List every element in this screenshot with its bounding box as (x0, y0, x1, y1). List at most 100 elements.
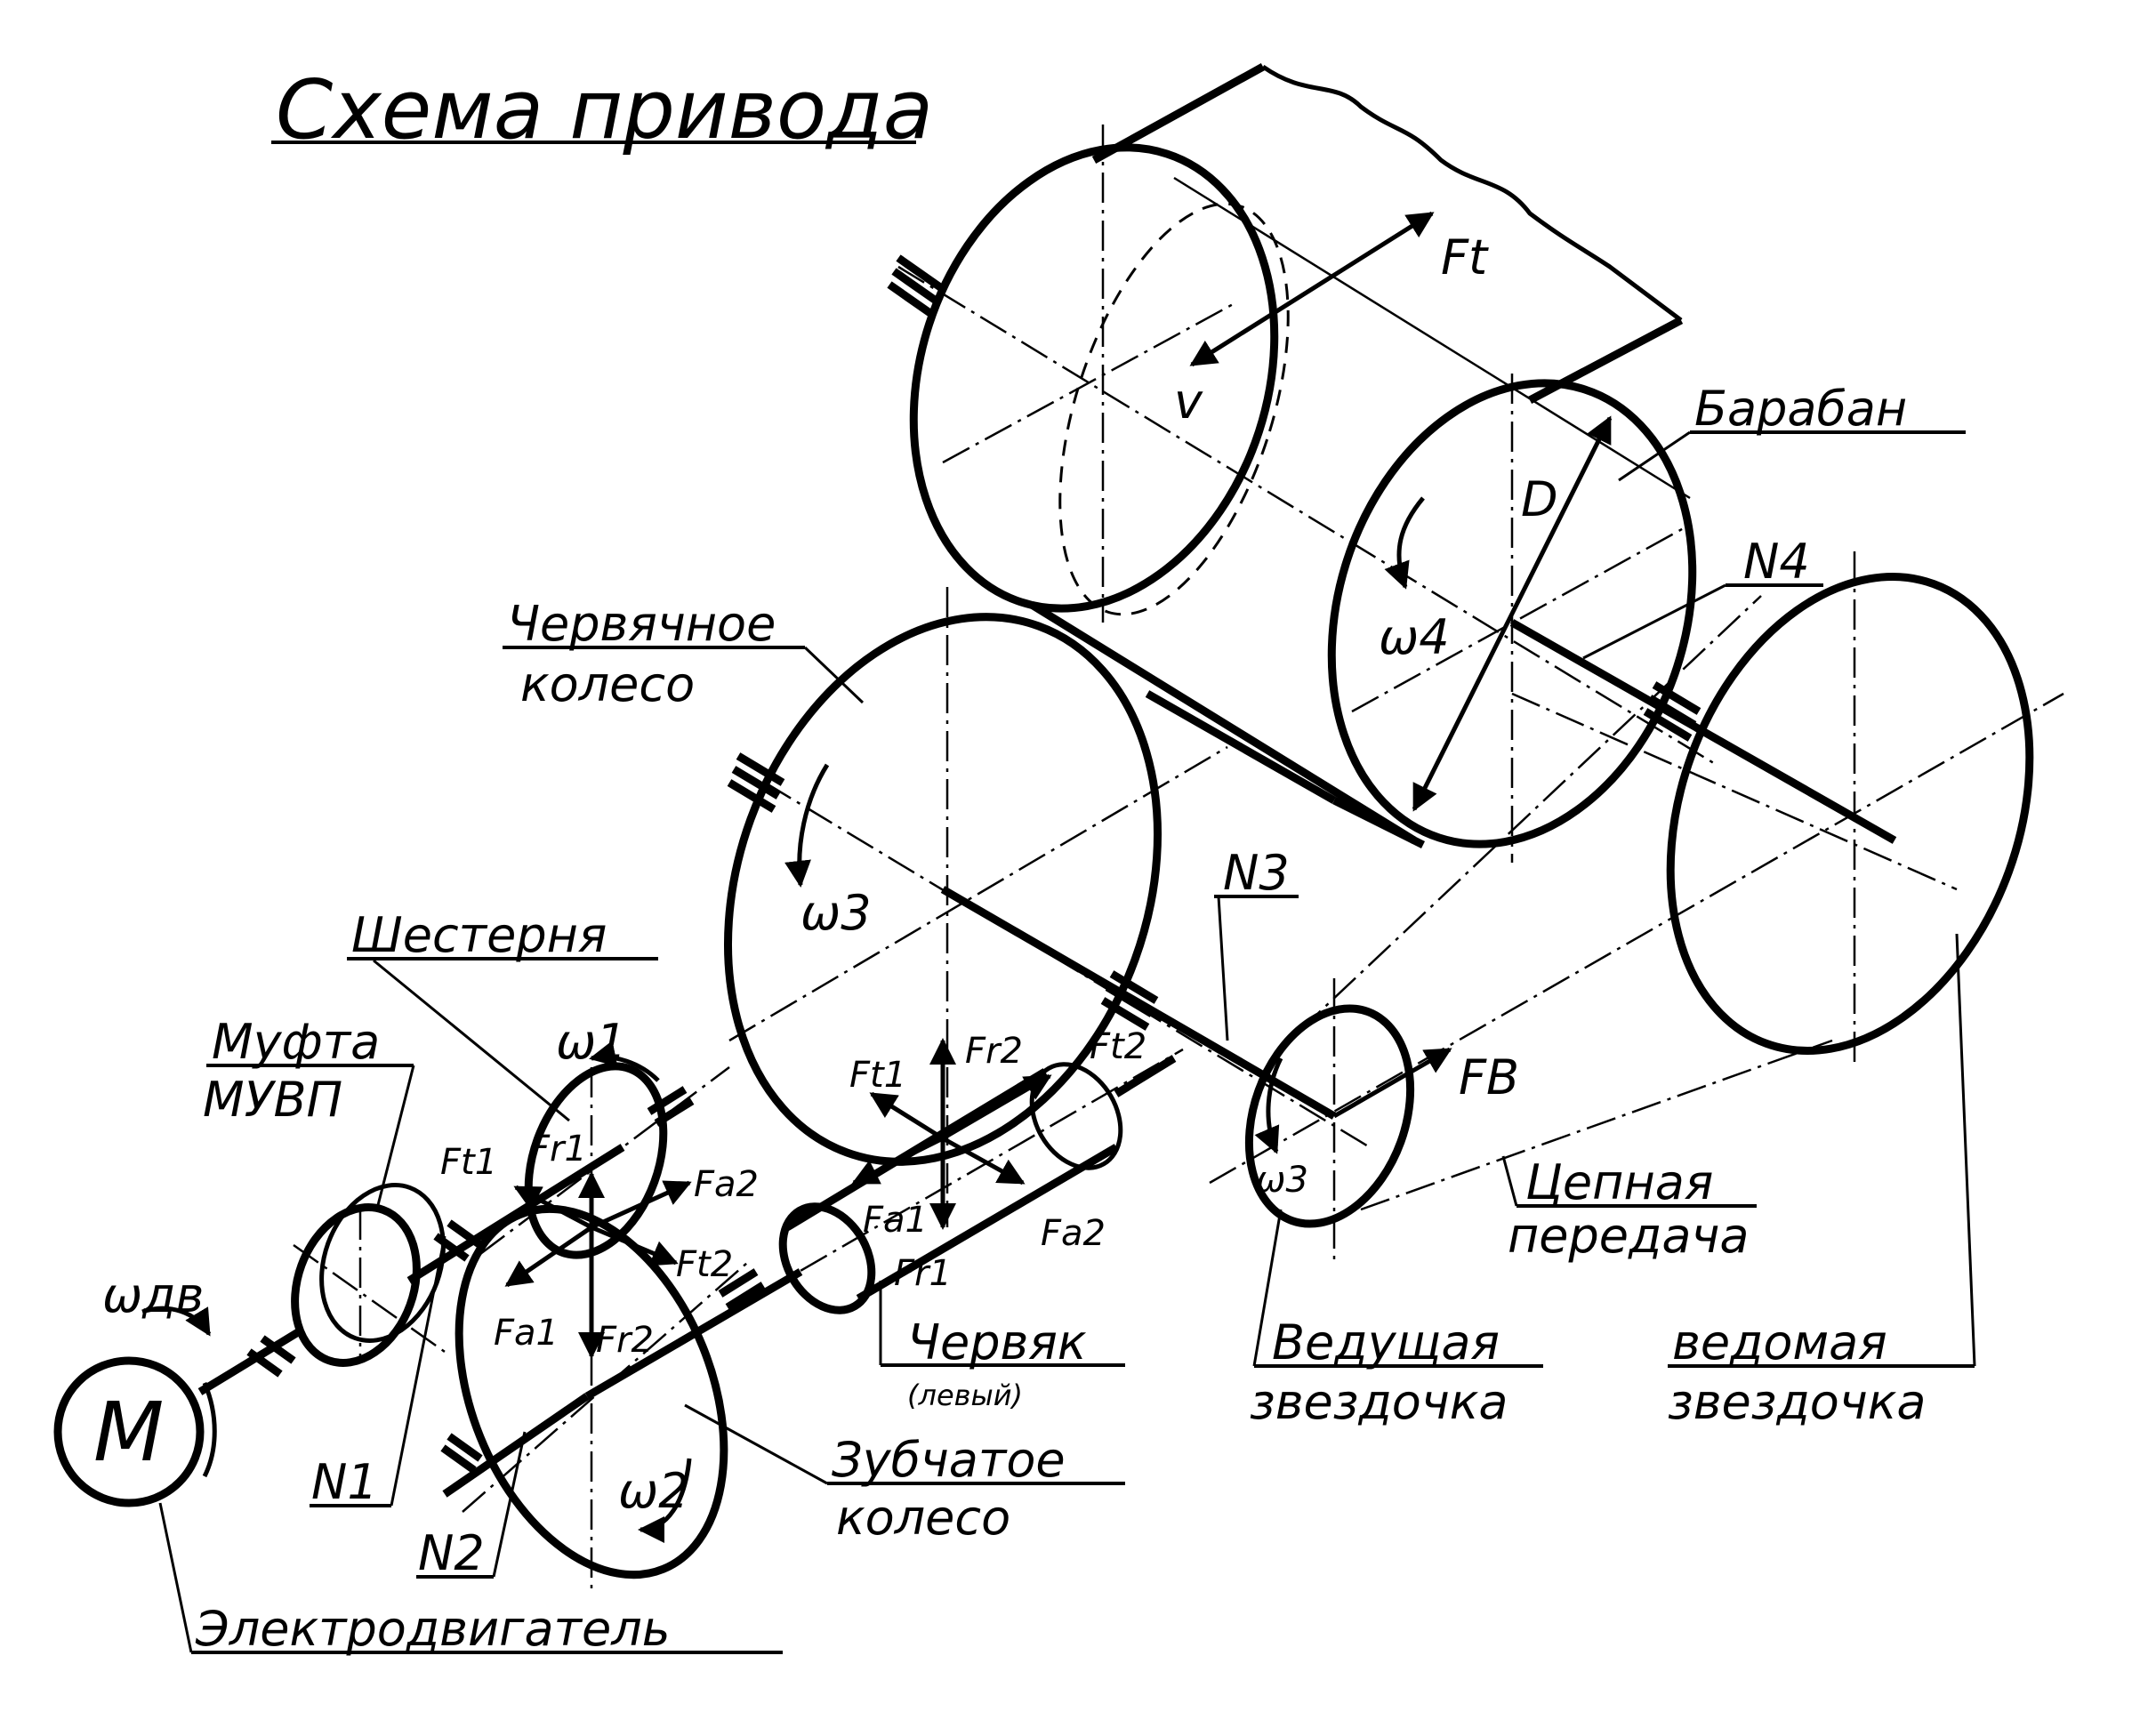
worm-wheel-drum-link (1145, 690, 1337, 804)
pinion-label: Шестерня (351, 907, 607, 963)
drum-break-line (1261, 64, 1683, 322)
drum-front-end (1327, 379, 1697, 848)
worm-ft1-arrow (869, 1091, 945, 1141)
drum-rope-edge (1527, 317, 1684, 404)
omega1-label: ω1 (556, 1014, 627, 1070)
motor-circle (53, 1356, 205, 1507)
omega3-sprocket-arrow (1254, 1057, 1283, 1154)
omega4-arrow (1384, 496, 1425, 590)
worm-wheel-drum-link-end (1331, 796, 1426, 849)
motor-label: Электродвигатель (195, 1601, 671, 1657)
worm (675, 1038, 1184, 1345)
diameter-arrow (1412, 415, 1613, 812)
gear-leader (684, 1403, 828, 1485)
pinion-leader (373, 959, 570, 1122)
omega3-sprocket-label: ω3 (1256, 1160, 1308, 1201)
omega-dv-arrow (141, 1306, 212, 1337)
node-n1-leader (390, 1235, 446, 1507)
coupling-axis (293, 1243, 446, 1354)
d-label: D (1521, 471, 1558, 527)
worm-wheel-bearing-left (727, 752, 785, 813)
worm-fr2-label: Fr2 (965, 1031, 1023, 1072)
pinion-bearing (647, 1086, 695, 1127)
worm-fa1-arrow (851, 1136, 945, 1185)
coupling-shaft-bearing (433, 1219, 483, 1262)
drum-label: Барабан (1694, 381, 1907, 437)
pinion-fr1-label: Fr1 (529, 1129, 587, 1169)
worm-label-1: Червяк (907, 1314, 1087, 1370)
omega1-arrow (589, 1041, 660, 1082)
drum-top-edge (1091, 63, 1266, 164)
chain-leader (1501, 1155, 1518, 1207)
worm-bottom-edge (856, 1144, 1119, 1302)
gear-bearing-right (718, 1268, 766, 1311)
chain-upper-strand (1298, 595, 1762, 1033)
worm-wheel-rim (724, 613, 1162, 1166)
drum-leader (1618, 430, 1691, 482)
motor (53, 1306, 217, 1507)
drum (887, 63, 1718, 863)
driven-sprocket-label-1: ведомая (1672, 1314, 1887, 1370)
coupling-leader (376, 1065, 415, 1206)
node-n2: N2 (418, 1525, 485, 1581)
coupling-front (291, 1203, 421, 1367)
gear-label-2: колесо (836, 1490, 1010, 1546)
gear-ft2-arrow (591, 1225, 679, 1266)
gear-fa1-arrow (504, 1225, 593, 1288)
omega2-arrow (638, 1458, 692, 1543)
gear-fa2-label: Fa2 (694, 1164, 759, 1205)
gear-shaft-left (442, 1393, 590, 1498)
driven-sprocket (1666, 573, 2034, 1055)
drum-axis (897, 265, 1718, 767)
drive-sprocket-label-2: звездочка (1250, 1374, 1508, 1430)
node-n1: N1 (311, 1454, 378, 1510)
motor-leader (158, 1502, 193, 1653)
chain-label-1: Цепная (1525, 1154, 1713, 1210)
omega2-label: ω2 (618, 1463, 689, 1519)
worm-fa1-label: Fa1 (863, 1200, 928, 1241)
worm-fr1-label: Fr1 (894, 1253, 952, 1294)
drive-sprocket (1244, 1004, 1415, 1228)
drum-bottom-edge (1029, 601, 1417, 844)
drum-back-end (909, 143, 1279, 613)
drum-back-cross-axis (942, 301, 1237, 464)
node-n4: N4 (1743, 534, 1810, 590)
worm-ft2-arrow (941, 1073, 1052, 1141)
ft-label: Ft (1441, 229, 1489, 285)
worm-fa2-label: Fa2 (1041, 1213, 1106, 1254)
worm-ft2-label: Ft2 (1090, 1026, 1146, 1067)
gear-pair (406, 1041, 803, 1592)
coupling-label-1: Муфта (212, 1014, 380, 1070)
fb-arrow (1332, 1047, 1452, 1119)
drum-hidden-edge (1058, 202, 1290, 616)
gear-fa2-arrow (590, 1180, 692, 1230)
driven-sprocket-leader (1955, 933, 1976, 1367)
pinion-ft1-arrow (513, 1185, 593, 1230)
drum-bearing (887, 254, 945, 319)
chain-center-line (1209, 692, 2064, 1185)
ft-v-arrow (1189, 211, 1435, 367)
worm-wheel-leader (803, 646, 865, 704)
gear-label-1: Зубчатое (832, 1432, 1066, 1488)
v-label: v (1174, 374, 1203, 430)
motor-rotation-arc (202, 1382, 217, 1478)
pinion-ft1-label: Ft1 (440, 1142, 497, 1183)
coupling (197, 1183, 483, 1395)
worm-ft1-label: Ft1 (849, 1055, 906, 1096)
omega4-label: ω4 (1379, 609, 1450, 665)
motor-symbol: M (93, 1385, 164, 1480)
gear-fa1-label: Fa1 (494, 1313, 559, 1354)
worm-shaft-end (1114, 1055, 1177, 1097)
chain-label-2: передача (1508, 1208, 1749, 1264)
chain-lower-strand (1360, 1039, 1833, 1211)
omega3-wheel-arrow (784, 763, 830, 888)
gear-bearing-left (440, 1433, 483, 1474)
worm-wheel-bearing-right (1100, 970, 1159, 1031)
motor-shaft (197, 1326, 305, 1395)
drive-sprocket-leader (1252, 1209, 1283, 1367)
sprocket-shaft-axis (1511, 692, 1958, 891)
node-n3: N3 (1223, 845, 1290, 901)
node-n3-leader (1217, 896, 1229, 1041)
